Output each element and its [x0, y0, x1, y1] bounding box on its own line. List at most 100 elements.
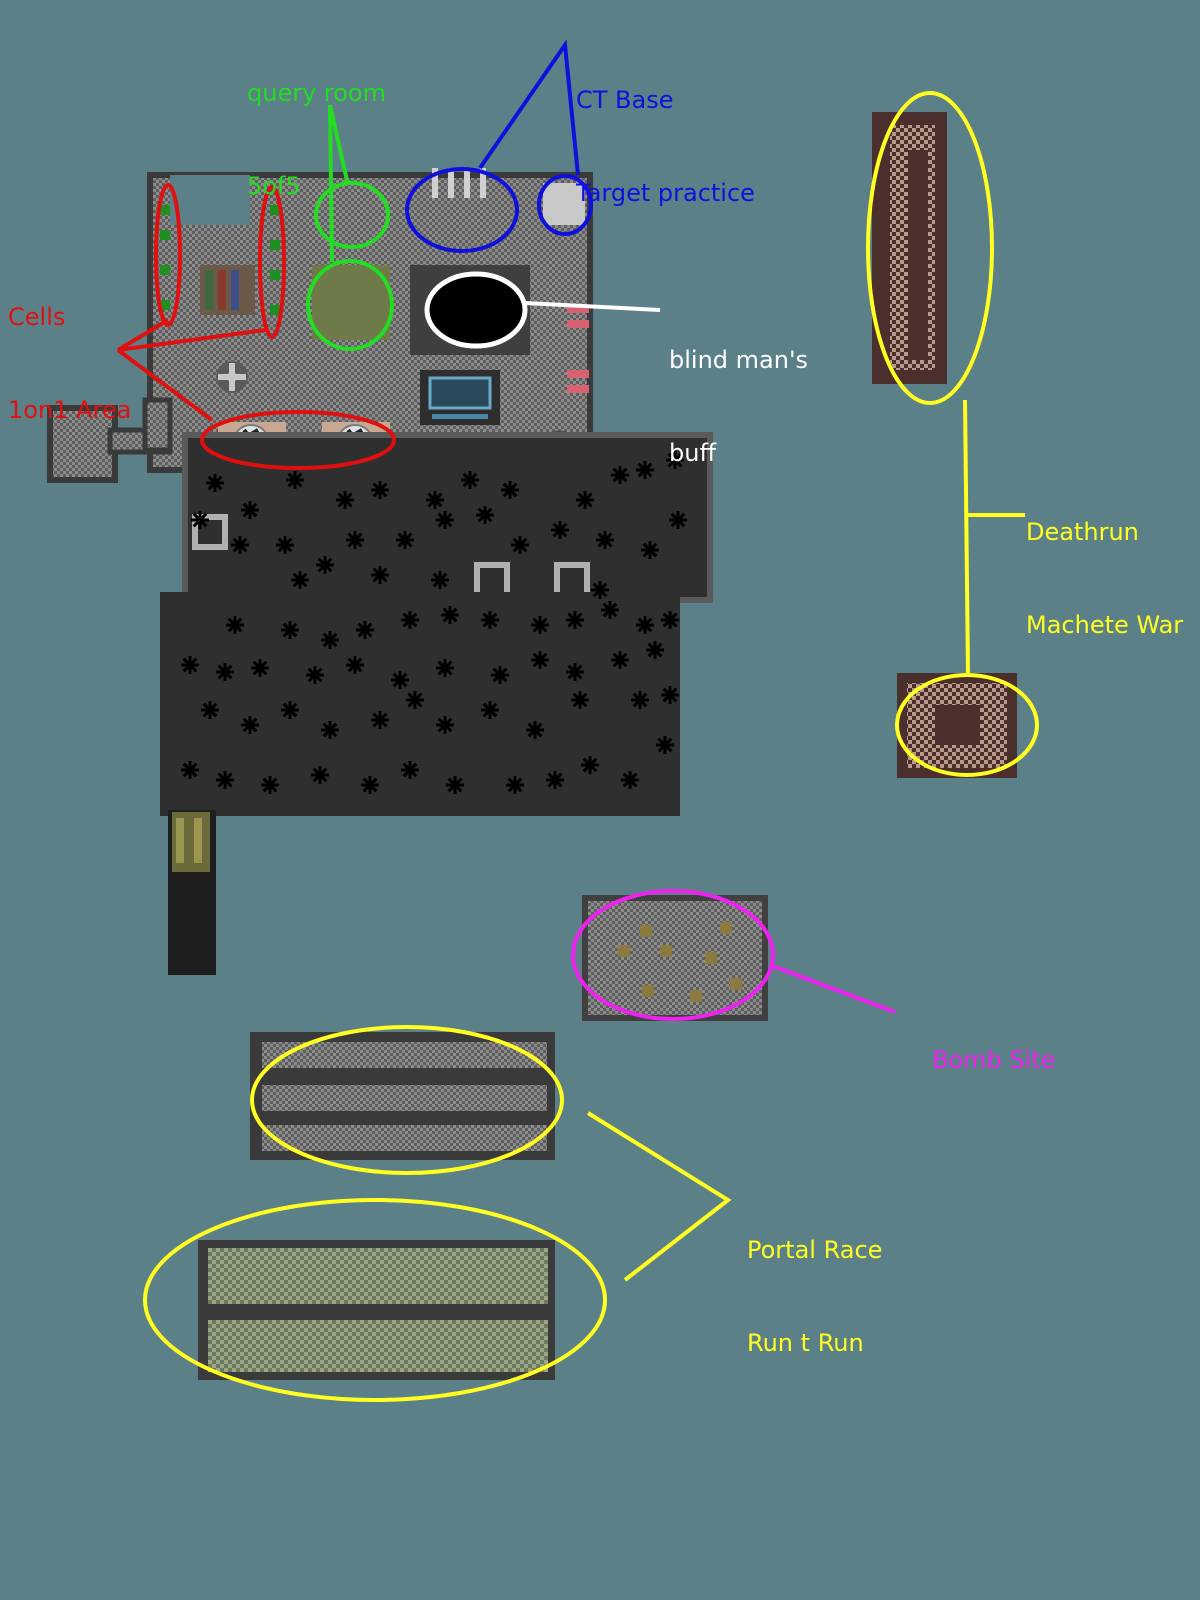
tree-marker [546, 771, 564, 789]
bomb-site-area [585, 898, 765, 1018]
tree-marker [491, 666, 509, 684]
bomb-site-label-line1: Bomb Site [932, 1045, 1055, 1076]
tree-marker [531, 616, 549, 634]
tree-marker [346, 656, 364, 674]
tree-marker [611, 466, 629, 484]
tree-marker [566, 663, 584, 681]
tree-marker [571, 691, 589, 709]
tree-marker [436, 511, 454, 529]
tree-marker [601, 601, 619, 619]
tree-marker [181, 761, 199, 779]
portal-race-label-line1: Portal Race [747, 1235, 882, 1266]
tree-marker [261, 776, 279, 794]
tree-marker [436, 659, 454, 677]
tree-marker [226, 616, 244, 634]
tree-marker [511, 536, 529, 554]
tree-marker [566, 611, 584, 629]
ct-base-label-line2: Target practice [576, 178, 755, 209]
tree-marker [241, 501, 259, 519]
cells-label-line2: 1on1 Area [8, 395, 131, 426]
tree-marker [371, 566, 389, 584]
tree-marker [356, 621, 374, 639]
tree-marker [276, 536, 294, 554]
tree-marker [446, 776, 464, 794]
tree-marker [396, 531, 414, 549]
blind-mans-buff-label: blind man's buff [669, 283, 808, 500]
tree-marker [661, 686, 679, 704]
blind-mans-buff-label-line2: buff [669, 438, 808, 469]
cells-label-line1: Cells [8, 302, 131, 333]
tree-marker [596, 531, 614, 549]
tree-marker [481, 701, 499, 719]
deathrun-arena [897, 673, 1017, 778]
query-room-label: query room 5of5 [247, 16, 386, 233]
tree-marker [506, 776, 524, 794]
tree-marker [656, 736, 674, 754]
tree-marker [636, 461, 654, 479]
machete-war-area [872, 112, 947, 384]
tree-marker [431, 571, 449, 589]
tree-marker [661, 611, 679, 629]
tree-marker [406, 691, 424, 709]
tree-marker [631, 691, 649, 709]
tree-marker [461, 471, 479, 489]
tree-marker [481, 611, 499, 629]
tree-marker [501, 481, 519, 499]
tree-marker [581, 756, 599, 774]
tree-marker [611, 651, 629, 669]
tree-marker [281, 701, 299, 719]
tree-marker [391, 671, 409, 689]
tree-marker [646, 641, 664, 659]
tree-marker [346, 531, 364, 549]
tree-marker [636, 616, 654, 634]
tree-marker [621, 771, 639, 789]
tree-marker [531, 651, 549, 669]
tree-marker [371, 711, 389, 729]
tree-marker [426, 491, 444, 509]
tree-marker [336, 491, 354, 509]
tree-marker [641, 541, 659, 559]
tree-marker [316, 556, 334, 574]
run-t-run-track [198, 1240, 555, 1380]
tree-marker [591, 581, 609, 599]
tree-marker [216, 663, 234, 681]
tree-marker [191, 511, 209, 529]
tree-marker [231, 536, 249, 554]
cells-label: Cells 1on1 Area [8, 240, 131, 457]
query-room-label-line1: query room [247, 78, 386, 109]
tree-marker [669, 511, 687, 529]
tree-marker [551, 521, 569, 539]
tree-marker [401, 611, 419, 629]
tree-marker [291, 571, 309, 589]
bomb-site-label: Bomb Site [932, 983, 1055, 1107]
query-room-label-line2: 5of5 [247, 171, 386, 202]
deathrun-label-line2: Machete War [1026, 610, 1183, 641]
tree-marker [361, 776, 379, 794]
tree-marker [321, 721, 339, 739]
tree-marker [201, 701, 219, 719]
tree-marker [216, 771, 234, 789]
tree-marker [251, 659, 269, 677]
deathrun-label: Deathrun Machete War [1026, 455, 1183, 672]
tree-marker [401, 761, 419, 779]
tree-marker [281, 621, 299, 639]
ct-base-label-line1: CT Base [576, 85, 755, 116]
blind-mans-buff-label-line1: blind man's [669, 345, 808, 376]
deathrun-label-line1: Deathrun [1026, 517, 1183, 548]
tree-marker [526, 721, 544, 739]
tree-marker [321, 631, 339, 649]
tree-marker [436, 716, 454, 734]
tree-marker [181, 656, 199, 674]
portal-race-label: Portal Race Run t Run [747, 1173, 882, 1390]
tree-marker [206, 474, 224, 492]
tree-marker [576, 491, 594, 509]
tree-marker [476, 506, 494, 524]
tree-marker [311, 766, 329, 784]
tree-marker [306, 666, 324, 684]
tree-marker [441, 606, 459, 624]
tree-marker [286, 471, 304, 489]
ct-base-label: CT Base Target practice [576, 23, 755, 240]
tunnel [168, 810, 216, 975]
tree-marker [241, 716, 259, 734]
